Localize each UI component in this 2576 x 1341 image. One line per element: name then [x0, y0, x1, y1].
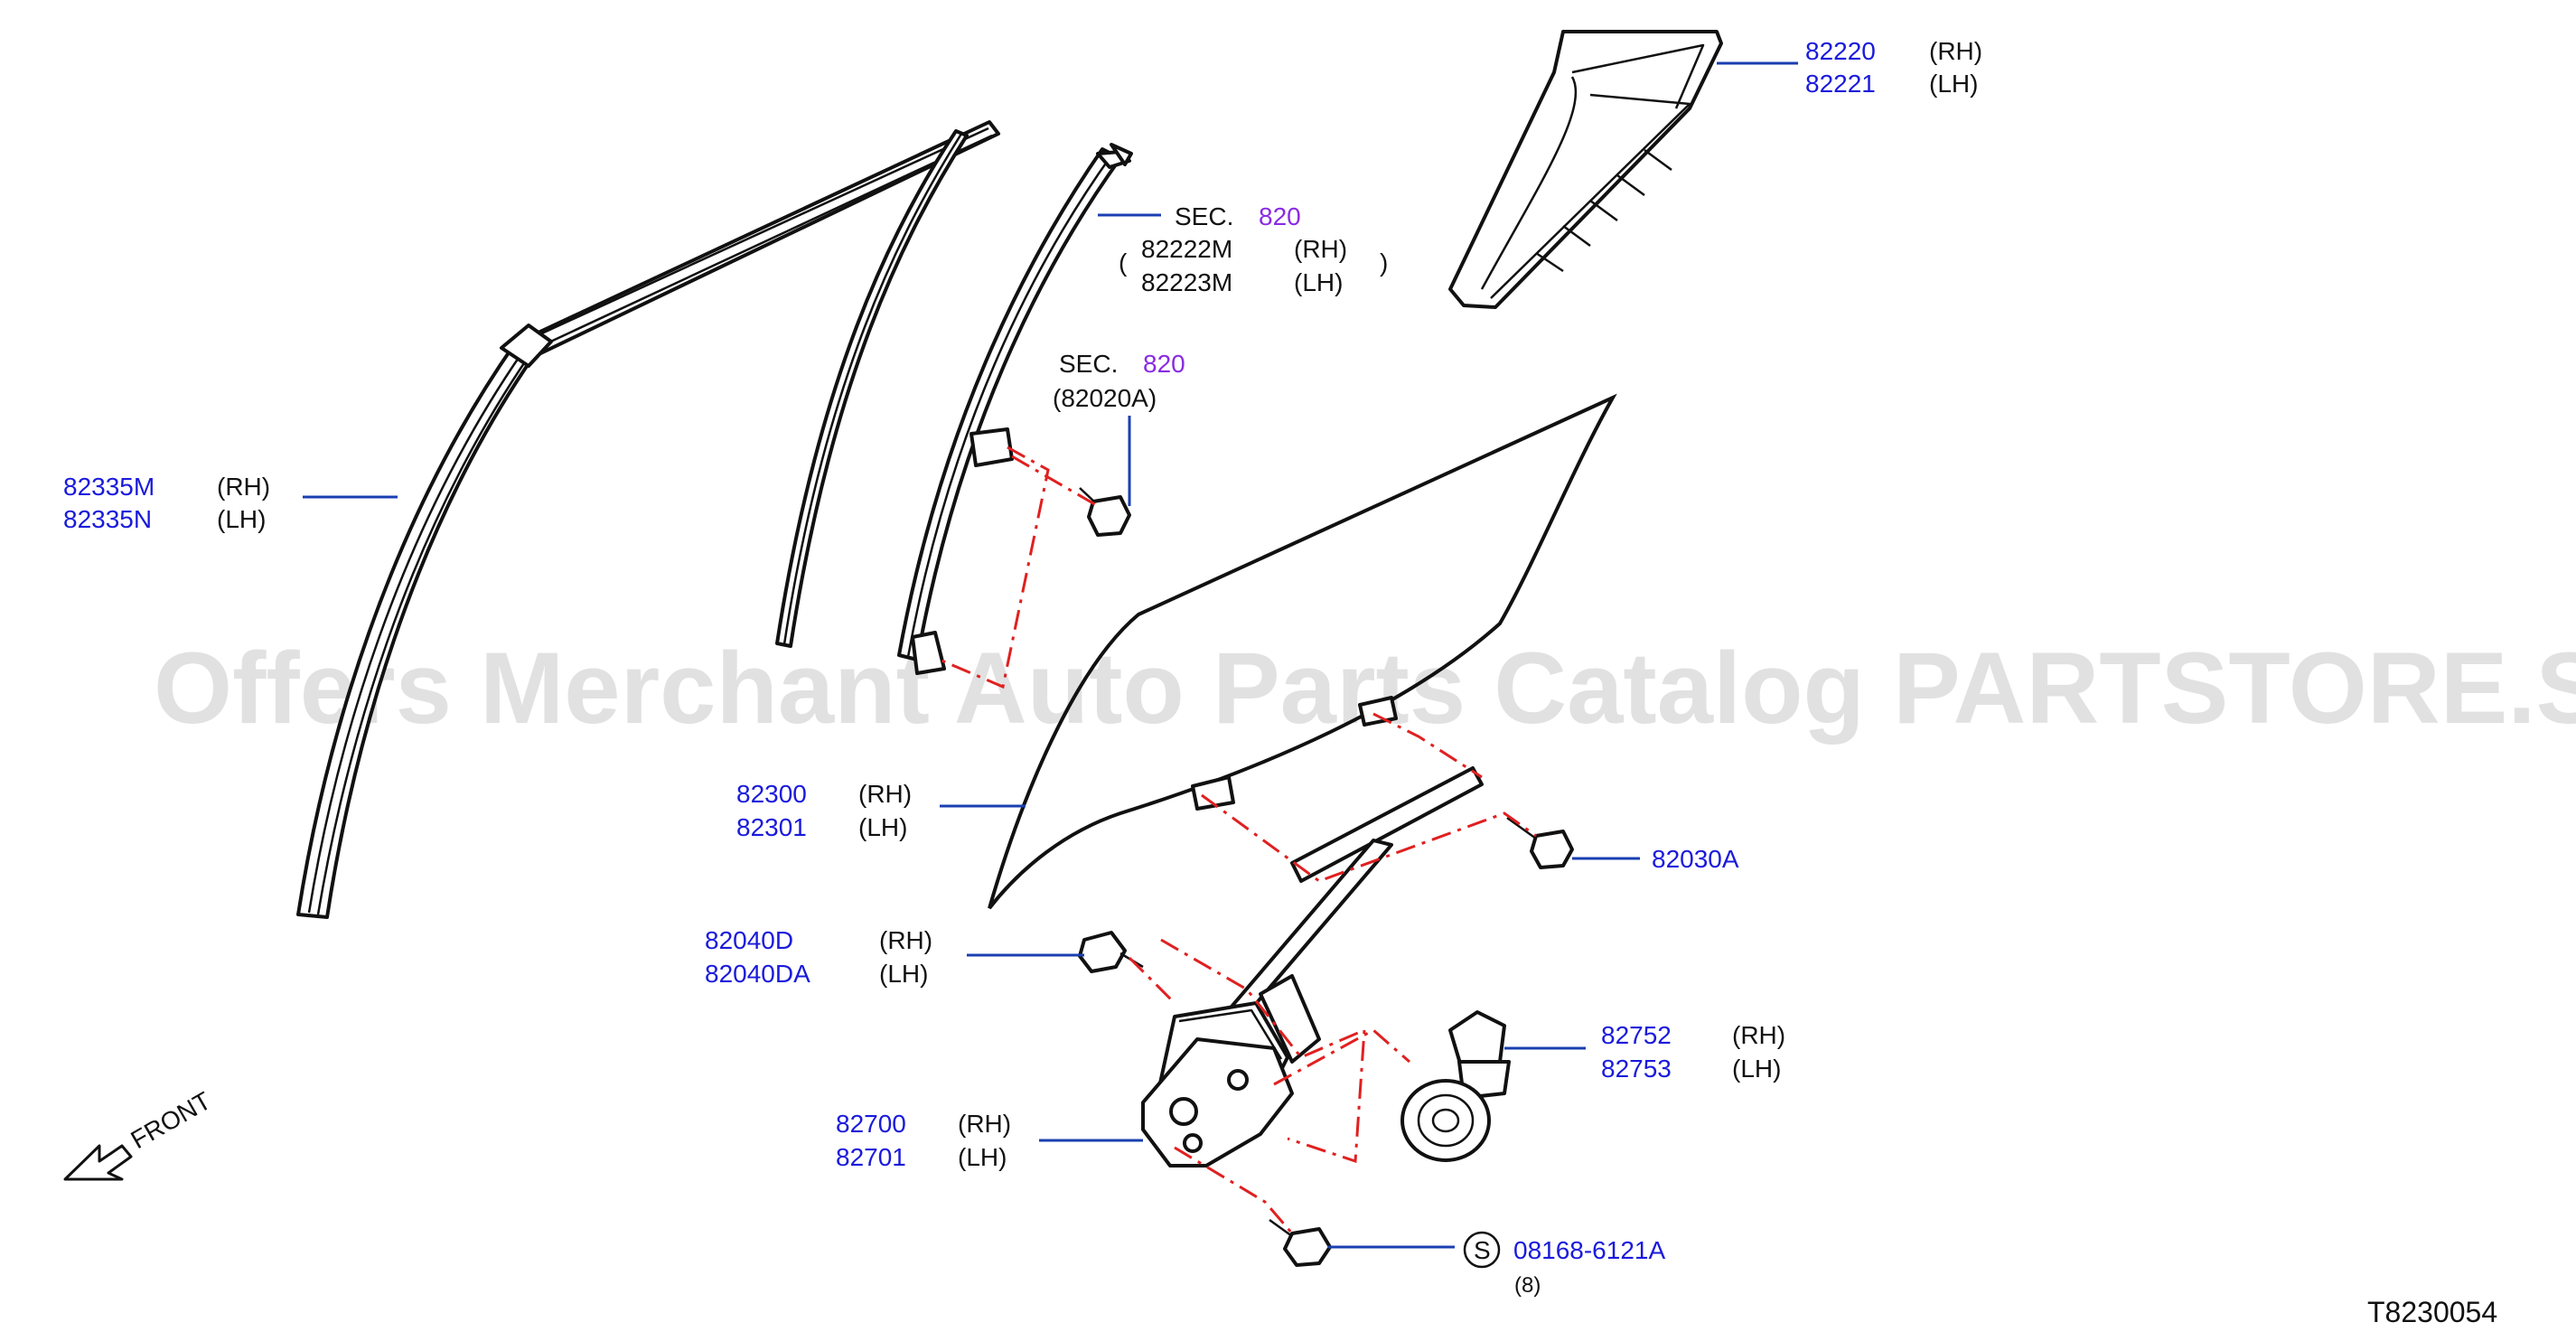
assembly-lines — [939, 445, 1537, 1234]
part-number: 82335N — [63, 505, 152, 533]
callout-motor: 82752 (RH) 82753 (LH) — [1601, 1021, 1785, 1083]
part-number: 82753 — [1601, 1055, 1672, 1083]
reference-label: (82020A) — [1053, 384, 1157, 412]
regulator-bolt-part[interactable] — [1078, 931, 1144, 973]
glass-bolt-part[interactable] — [1506, 816, 1574, 869]
rear-channel-part[interactable] — [1448, 30, 1723, 309]
side-label: (LH) — [958, 1143, 1007, 1171]
part-number: 08168-6121A — [1513, 1236, 1665, 1264]
side-label: (LH) — [1929, 70, 1978, 98]
section-number: 820 — [1259, 202, 1301, 230]
side-label: (LH) — [1294, 268, 1343, 296]
callout-sash-bolt: SEC. 820 (82020A) — [1053, 350, 1185, 412]
run-channel-part[interactable] — [296, 120, 1000, 919]
part-number: 82040DA — [705, 960, 810, 988]
section-label: SEC. — [1175, 202, 1233, 230]
part-number: 82335M — [63, 473, 155, 501]
front-arrow-icon — [63, 1144, 133, 1181]
side-label: (LH) — [217, 505, 266, 533]
close-paren: ) — [1380, 249, 1388, 277]
regulator-motor-part[interactable] — [1400, 1010, 1511, 1162]
standard-part-letter: S — [1474, 1236, 1491, 1264]
section-label: SEC. — [1059, 350, 1118, 378]
watermark-text: Offers Merchant Auto Parts Catalog PARTS… — [154, 632, 2576, 745]
part-number: 82030A — [1652, 845, 1739, 873]
door-glass-part[interactable] — [988, 393, 1617, 910]
side-label: (LH) — [858, 813, 907, 841]
side-label: (RH) — [217, 473, 270, 501]
callout-run-channel: 82335M (RH) 82335N (LH) — [63, 473, 270, 533]
sash-part[interactable] — [897, 143, 1133, 675]
side-label: (RH) — [1294, 235, 1347, 263]
side-label: (RH) — [1929, 37, 1982, 65]
callout-glass: 82300 (RH) 82301 (LH) — [736, 780, 912, 841]
sash-bolt-part[interactable] — [1079, 487, 1131, 537]
front-direction: FRONT — [63, 1086, 216, 1181]
part-number: 82222M — [1141, 235, 1232, 263]
callout-sash: SEC. 820 ( 82222M (RH) 82223M (LH) ) — [1119, 202, 1388, 296]
part-number: 82221 — [1805, 70, 1876, 98]
part-number: 82701 — [836, 1143, 906, 1171]
part-number: 82700 — [836, 1110, 906, 1138]
leader-lines — [303, 61, 1798, 1249]
diagram-code: T8230054 — [2367, 1296, 2497, 1328]
side-label: (RH) — [1732, 1021, 1785, 1049]
regulator-part[interactable] — [1141, 766, 1484, 1168]
open-paren: ( — [1119, 249, 1128, 277]
side-label: (RH) — [958, 1110, 1011, 1138]
side-label: (RH) — [879, 926, 932, 954]
front-label: FRONT — [126, 1086, 216, 1154]
callout-std-bolt: S 08168-6121A (8) — [1463, 1231, 1665, 1298]
std-bolt-part[interactable] — [1269, 1218, 1332, 1267]
part-number: 82300 — [736, 780, 807, 808]
side-label: (LH) — [1732, 1055, 1781, 1083]
section-number: 820 — [1143, 350, 1185, 378]
part-number: 82752 — [1601, 1021, 1672, 1049]
part-number: 82040D — [705, 926, 793, 954]
rear-sash-part[interactable] — [775, 129, 969, 648]
part-number: 82301 — [736, 813, 807, 841]
callout-rear-channel: 82220 (RH) 82221 (LH) — [1805, 37, 1982, 98]
part-number: 82220 — [1805, 37, 1876, 65]
callout-glass-bolt: 82030A — [1652, 845, 1739, 873]
callout-regulator: 82700 (RH) 82701 (LH) — [836, 1110, 1011, 1171]
callout-regulator-bolt: 82040D (RH) 82040DA (LH) — [705, 926, 932, 988]
side-label: (RH) — [858, 780, 912, 808]
standard-part-marker — [1463, 1231, 1501, 1269]
quantity-label: (8) — [1514, 1273, 1541, 1298]
side-label: (LH) — [879, 960, 928, 988]
part-number: 82223M — [1141, 268, 1232, 296]
